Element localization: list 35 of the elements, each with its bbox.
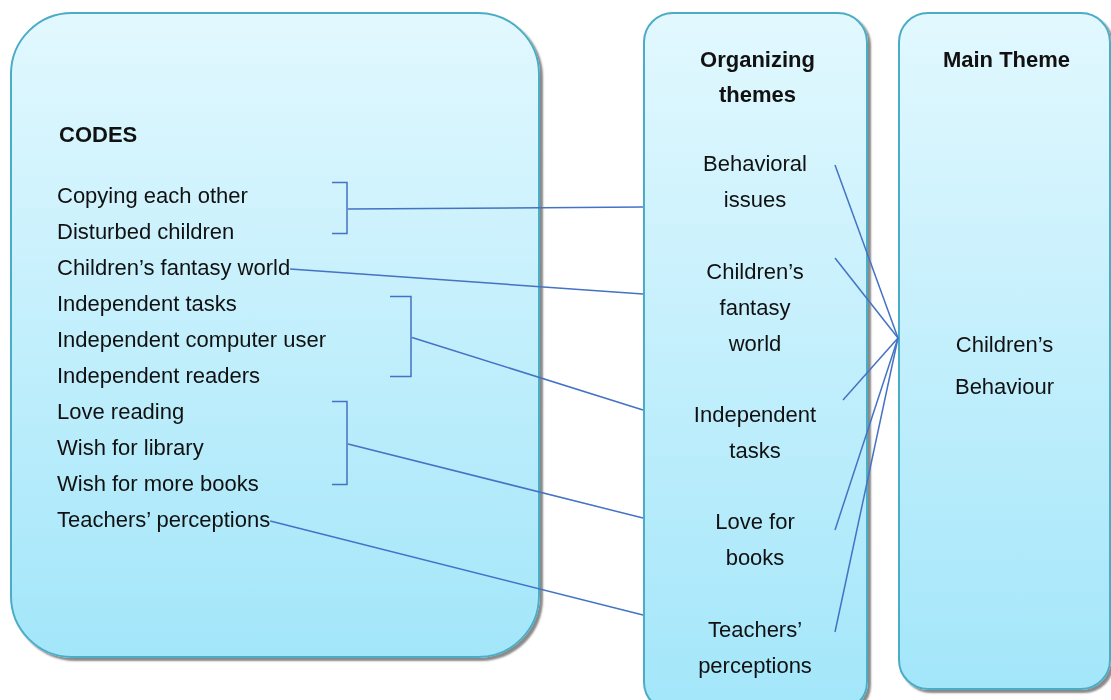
connector-line: [834, 257, 899, 339]
connector-line: [289, 268, 644, 295]
panel-heading: Main Theme: [941, 46, 1072, 74]
connector-line: [834, 337, 899, 531]
code-text: Wish for library: [57, 430, 204, 466]
theme-text: Teachers’ perceptions: [643, 612, 835, 684]
bracket: [332, 400, 348, 486]
rounded-panel: [898, 12, 1111, 690]
rounded-panel: [10, 12, 540, 658]
theme-text: Independent tasks: [643, 397, 843, 469]
code-text: Disturbed children: [57, 214, 235, 250]
code-text: Wish for more books: [57, 466, 259, 502]
bracket: [390, 295, 412, 378]
code-text: Independent computer user: [57, 322, 327, 358]
connector-line: [842, 337, 899, 401]
connector-line: [834, 337, 899, 633]
connector-line: [347, 443, 644, 519]
code-text: Teachers’ perceptions: [57, 502, 271, 538]
code-text: Independent tasks: [57, 286, 237, 322]
panel-heading: CODES: [59, 121, 138, 149]
connector-line: [347, 206, 644, 210]
rounded-panel: [643, 12, 868, 700]
code-text: Independent readers: [57, 358, 261, 394]
code-text: Copying each other: [57, 178, 248, 214]
panel-heading: Organizing themes: [699, 46, 816, 109]
theme-text: Love for books: [643, 504, 835, 576]
connector-line: [269, 520, 644, 616]
bracket: [332, 181, 348, 235]
connector-line: [834, 164, 899, 339]
code-text: Love reading: [57, 394, 185, 430]
code-text: Children’s fantasy world: [57, 250, 291, 286]
theme-text: Children’s fantasy world: [643, 254, 835, 362]
theme-text: Children’s Behaviour: [953, 331, 1056, 401]
connector-line: [411, 336, 644, 411]
theme-text: Behavioral issues: [643, 146, 835, 218]
